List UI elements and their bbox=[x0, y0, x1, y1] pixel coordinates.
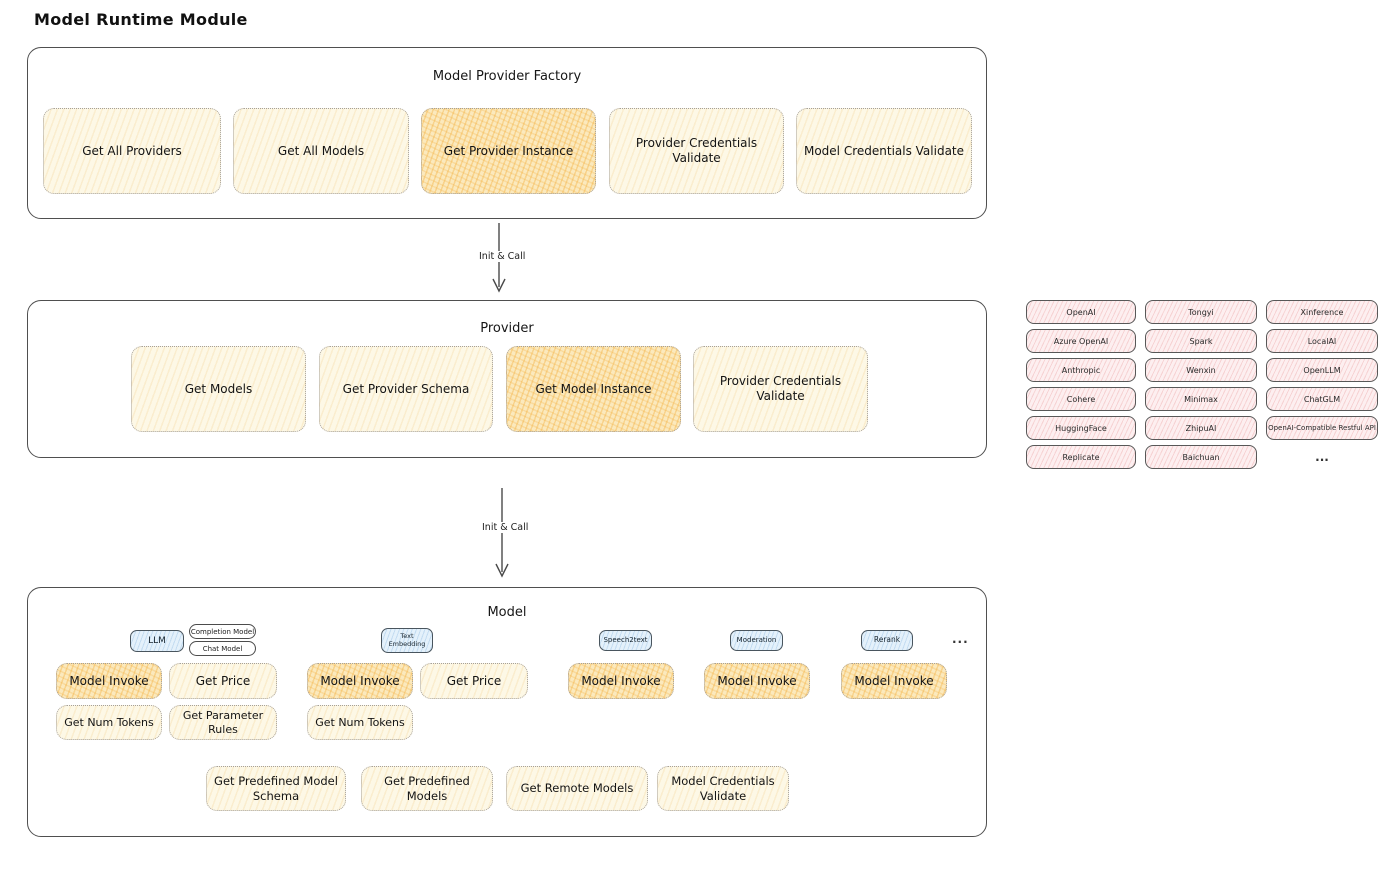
provider-credentials-validate-button-2: Provider Credentials Validate bbox=[693, 346, 868, 432]
provider-chip-azure-openai: Azure OpenAI bbox=[1026, 329, 1136, 353]
provider-chip-replicate: Replicate bbox=[1026, 445, 1136, 469]
provider-chip-chatglm: ChatGLM bbox=[1266, 387, 1378, 411]
tag-text-embedding: Text Embedding bbox=[381, 628, 433, 653]
get-models-button: Get Models bbox=[131, 346, 306, 432]
tag-speech2text: Speech2text bbox=[599, 630, 652, 651]
provider-chip-xinference: Xinference bbox=[1266, 300, 1378, 324]
model-invoke-embedding-button: Model Invoke bbox=[307, 663, 413, 699]
provider-chip-anthropic: Anthropic bbox=[1026, 358, 1136, 382]
tag-moderation: Moderation bbox=[730, 630, 783, 651]
get-all-providers-button: Get All Providers bbox=[43, 108, 221, 194]
arrow-provider-to-model bbox=[495, 488, 509, 578]
get-remote-models-button: Get Remote Models bbox=[506, 766, 648, 811]
model-box: Model LLM Completion Model Chat Model Te… bbox=[27, 587, 1002, 852]
model-credentials-validate-bottom-button: Model Credentials Validate bbox=[657, 766, 789, 811]
get-num-tokens-llm-button: Get Num Tokens bbox=[56, 705, 162, 740]
get-num-tokens-embedding-button: Get Num Tokens bbox=[307, 705, 413, 740]
tag-rerank: Rerank bbox=[861, 630, 913, 651]
model-invoke-rerank-button: Model Invoke bbox=[841, 663, 947, 699]
get-model-instance-button: Get Model Instance bbox=[506, 346, 681, 432]
provider-credentials-validate-button: Provider Credentials Validate bbox=[609, 108, 784, 194]
get-provider-instance-button: Get Provider Instance bbox=[421, 108, 596, 194]
model-invoke-moderation-button: Model Invoke bbox=[704, 663, 810, 699]
provider-chip-baichuan: Baichuan bbox=[1145, 445, 1257, 469]
provider-box: Provider Get Models Get Provider Schema … bbox=[27, 300, 1002, 473]
tag-chat-model: Chat Model bbox=[189, 641, 256, 656]
supported-providers-grid: OpenAI Tongyi Xinference Azure OpenAI Sp… bbox=[1026, 300, 1378, 469]
tag-llm: LLM bbox=[130, 630, 184, 652]
provider-chip-tongyi: Tongyi bbox=[1145, 300, 1257, 324]
provider-chip-openai-compatible: OpenAI-Compatible Restful API bbox=[1266, 416, 1378, 440]
get-price-llm-button: Get Price bbox=[169, 663, 277, 699]
providers-ellipsis: ... bbox=[1315, 450, 1329, 464]
provider-chip-minimax: Minimax bbox=[1145, 387, 1257, 411]
model-tags-ellipsis: ... bbox=[952, 632, 969, 646]
init-call-label-1: Init & Call bbox=[475, 251, 530, 262]
get-price-embedding-button: Get Price bbox=[420, 663, 528, 699]
provider-title: Provider bbox=[480, 321, 534, 336]
model-provider-factory-box: Model Provider Factory Get All Providers… bbox=[27, 47, 987, 219]
get-parameter-rules-button: Get Parameter Rules bbox=[169, 705, 277, 740]
factory-title: Model Provider Factory bbox=[432, 69, 582, 84]
get-predefined-models-button: Get Predefined Models bbox=[361, 766, 493, 811]
model-invoke-llm-button: Model Invoke bbox=[56, 663, 162, 699]
provider-chip-zhipuai: ZhipuAI bbox=[1145, 416, 1257, 440]
provider-chip-openllm: OpenLLM bbox=[1266, 358, 1378, 382]
page-title: Model Runtime Module bbox=[34, 10, 248, 29]
model-invoke-speech2text-button: Model Invoke bbox=[568, 663, 674, 699]
provider-chip-openai: OpenAI bbox=[1026, 300, 1136, 324]
tag-completion-model: Completion Model bbox=[189, 624, 256, 639]
get-all-models-button: Get All Models bbox=[233, 108, 409, 194]
model-title: Model bbox=[487, 605, 527, 620]
init-call-label-2: Init & Call bbox=[478, 522, 533, 533]
provider-chip-cohere: Cohere bbox=[1026, 387, 1136, 411]
provider-chip-localai: LocalAI bbox=[1266, 329, 1378, 353]
model-credentials-validate-button: Model Credentials Validate bbox=[796, 108, 972, 194]
provider-chip-spark: Spark bbox=[1145, 329, 1257, 353]
get-provider-schema-button: Get Provider Schema bbox=[319, 346, 493, 432]
provider-chip-wenxin: Wenxin bbox=[1145, 358, 1257, 382]
provider-chip-huggingface: HuggingFace bbox=[1026, 416, 1136, 440]
get-predefined-model-schema-button: Get Predefined Model Schema bbox=[206, 766, 346, 811]
